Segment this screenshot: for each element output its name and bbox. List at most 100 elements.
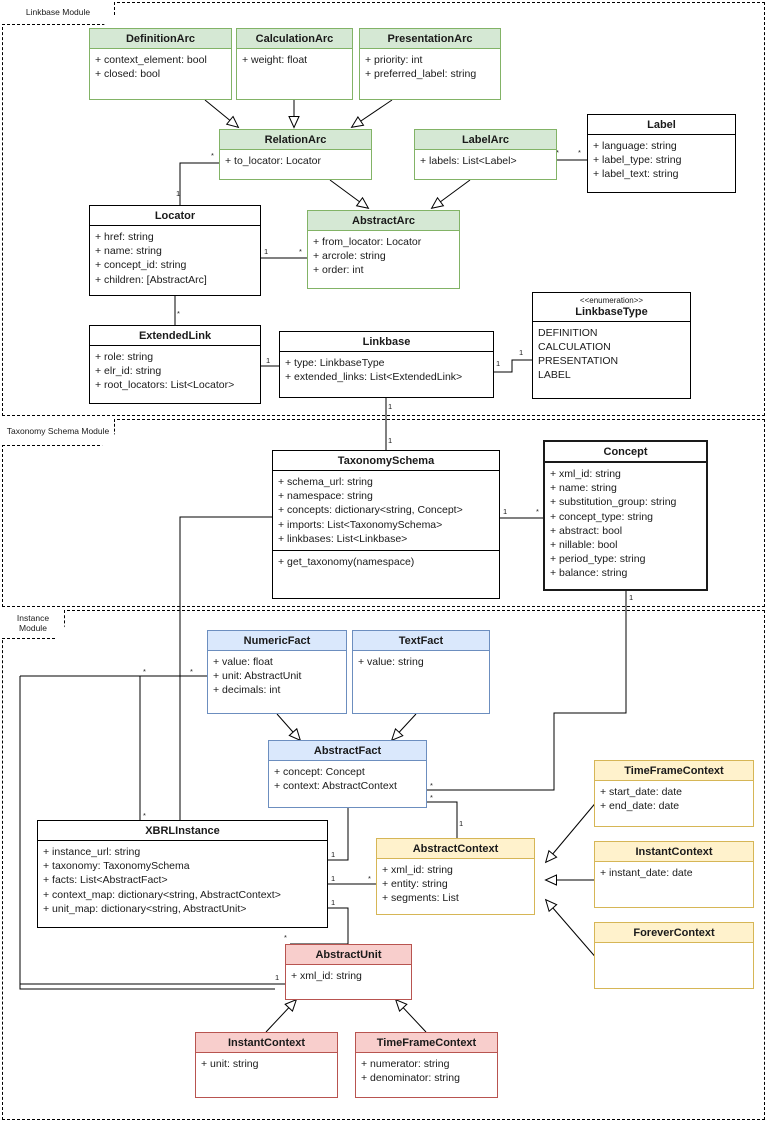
attribute: + name: string [95,245,162,258]
multiplicity: * [284,933,287,942]
attributes-compartment: + role: string + elr_id: string + root_l… [90,346,260,397]
attributes-compartment: + instant_date: date [595,862,753,884]
attributes-compartment [595,943,753,951]
multiplicity: 1 [275,973,280,982]
attribute: + to_locator: Locator [225,155,322,168]
attributes-compartment: + context_element: bool + closed: bool [90,49,231,85]
class-title: Label [588,115,735,136]
class-timeframecontext-unit[interactable]: TimeFrameContext + numerator: string + d… [355,1032,498,1098]
class-abstractcontext[interactable]: AbstractContext + xml_id: string + entit… [376,838,535,915]
attribute: + unit: string [201,1058,259,1071]
class-presentationarc[interactable]: PresentationArc + priority: int + prefer… [359,28,501,100]
attribute: + unit: AbstractUnit [213,670,302,683]
multiplicity: * [368,874,371,883]
class-title: AbstractArc [308,211,459,232]
module-taxonomy-schema-label-text: Taxonomy Schema Module [6,426,110,437]
class-title: ForeverContext [595,923,753,944]
attribute: + label_text: string [593,168,679,181]
class-definitionarc[interactable]: DefinitionArc + context_element: bool + … [89,28,232,100]
class-concept[interactable]: Concept + xml_id: string + name: string … [543,440,708,591]
class-linkbase[interactable]: Linkbase + type: LinkbaseType + extended… [279,331,494,398]
multiplicity: 1 [388,436,393,445]
class-abstractarc[interactable]: AbstractArc + from_locator: Locator + ar… [307,210,460,289]
class-title: Concept [545,442,706,464]
class-extendedlink[interactable]: ExtendedLink + role: string + elr_id: st… [89,325,261,404]
attribute: + substitution_group: string [550,496,677,509]
attribute: + facts: List<AbstractFact> [43,874,168,887]
class-taxonomyschema[interactable]: TaxonomySchema + schema_url: string + na… [272,450,500,599]
enum-value: PRESENTATION [538,355,619,368]
class-title: PresentationArc [360,29,500,50]
attribute: + xml_id: string [291,970,362,983]
class-title: TaxonomySchema [273,451,499,472]
attribute: + name: string [550,482,617,495]
class-label[interactable]: Label + language: string + label_type: s… [587,114,736,193]
class-calculationarc[interactable]: CalculationArc + weight: float [236,28,353,100]
multiplicity: 1 [331,850,336,859]
attribute: + context_map: dictionary<string, Abstra… [43,888,281,901]
attribute: + imports: List<TaxonomySchema> [278,518,443,531]
class-title: XBRLInstance [38,821,327,842]
class-title: AbstractContext [377,839,534,860]
class-instantcontext-unit[interactable]: InstantContext + unit: string [195,1032,338,1098]
multiplicity: 1 [629,593,634,602]
class-xbrlinstance[interactable]: XBRLInstance + instance_url: string + ta… [37,820,328,928]
class-abstractfact[interactable]: AbstractFact + concept: Concept + contex… [268,740,427,808]
attribute: + concept_id: string [95,259,187,272]
attribute: + numerator: string [361,1058,450,1071]
module-instance [2,610,765,1120]
module-taxonomy-schema-label: Taxonomy Schema Module [2,419,115,446]
attribute: + root_locators: List<Locator> [95,379,235,392]
attribute: + language: string [593,140,677,153]
class-forevercontext[interactable]: ForeverContext [594,922,754,989]
module-linkbase [2,2,765,416]
attribute: + instance_url: string [43,846,141,859]
class-title: InstantContext [196,1033,337,1054]
attributes-compartment: + xml_id: string + entity: string + segm… [377,859,534,910]
attributes-compartment: + href: string + name: string + concept_… [90,226,260,291]
class-linkbasetype[interactable]: <<enumeration>> LinkbaseType DEFINITION … [532,292,691,399]
multiplicity: 1 [331,874,336,883]
attribute: + closed: bool [95,68,161,81]
attributes-compartment: + value: string [353,651,489,673]
class-title-text: LinkbaseType [575,305,648,318]
attribute: + denominator: string [361,1072,460,1085]
attribute: + order: int [313,264,364,277]
attribute: + namespace: string [278,490,373,503]
multiplicity: * [190,667,193,676]
attributes-compartment: + start_date: date + end_date: date [595,781,753,817]
attributes-compartment: + concept: Concept + context: AbstractCo… [269,761,426,797]
module-instance-label-text: Instance Module [16,613,50,633]
attribute: + labels: List<Label> [420,155,517,168]
attribute: + priority: int [365,54,423,67]
multiplicity: 1 [176,189,181,198]
attribute: + entity: string [382,878,448,891]
attribute: + xml_id: string [382,864,453,877]
class-textfact[interactable]: TextFact + value: string [352,630,490,714]
attributes-compartment: + from_locator: Locator + arcrole: strin… [308,231,459,282]
class-timeframecontext-context[interactable]: TimeFrameContext + start_date: date + en… [594,760,754,827]
attribute: + type: LinkbaseType [285,357,385,370]
attribute: + start_date: date [600,786,683,799]
class-abstractunit[interactable]: AbstractUnit + xml_id: string [285,944,412,1000]
multiplicity: * [299,247,302,256]
attributes-compartment: + value: float + unit: AbstractUnit + de… [208,651,346,702]
method: + get_taxonomy(namespace) [278,555,415,568]
class-title: CalculationArc [237,29,352,50]
class-title: TimeFrameContext [356,1033,497,1054]
attribute: + decimals: int [213,684,281,697]
class-numericfact[interactable]: NumericFact + value: float + unit: Abstr… [207,630,347,714]
class-locator[interactable]: Locator + href: string + name: string + … [89,205,261,296]
class-labelarc[interactable]: LabelArc + labels: List<Label> [414,129,557,180]
module-instance-label: Instance Module [2,610,65,639]
class-relationarc[interactable]: RelationArc + to_locator: Locator [219,129,372,180]
attributes-compartment: + instance_url: string + taxonomy: Taxon… [38,841,327,920]
attribute: + value: string [358,656,424,669]
class-instantcontext-context[interactable]: InstantContext + instant_date: date [594,841,754,908]
attribute: + href: string [95,231,154,244]
attribute: + label_type: string [593,154,682,167]
module-taxonomy-schema [2,419,765,607]
attributes-compartment: + weight: float [237,49,352,71]
attribute: + linkbases: List<Linkbase> [278,532,408,545]
attribute: + children: [AbstractArc] [95,273,207,286]
